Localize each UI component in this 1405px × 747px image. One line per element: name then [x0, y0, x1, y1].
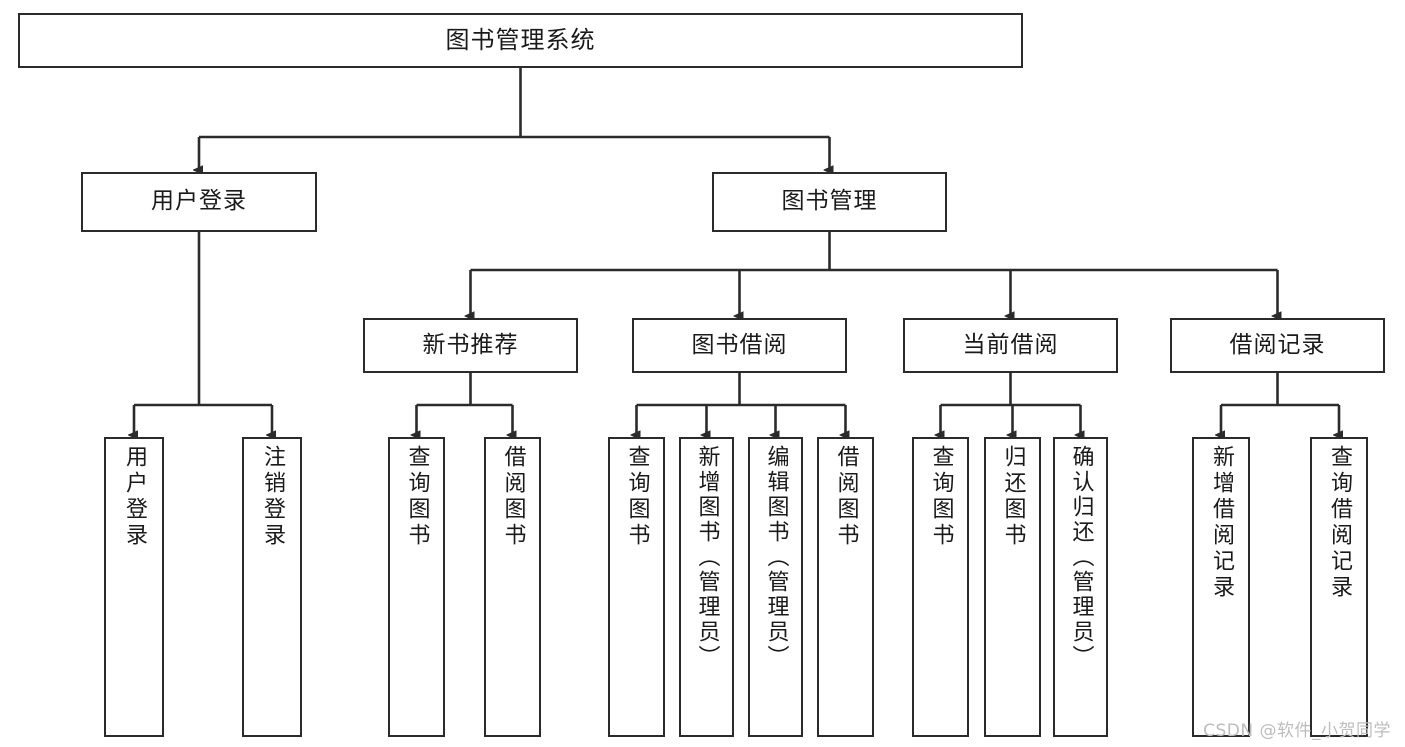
node-label: 当前借阅	[962, 331, 1059, 358]
node-label: 图书管理	[781, 188, 878, 215]
node-label: 查询图书	[624, 445, 650, 549]
node-label: 新增借阅记录	[1209, 445, 1234, 601]
node-leaf_confirm[interactable]: 确认归还（管理员）	[1053, 437, 1108, 737]
node-label: 新增图书（管理员）	[694, 445, 720, 670]
node-current[interactable]: 当前借阅	[903, 318, 1118, 373]
node-root[interactable]: 图书管理系统	[18, 13, 1023, 68]
node-label: 注销登录	[260, 445, 285, 549]
watermark: CSDN @软件_小贺同学	[1203, 721, 1391, 741]
node-label: 用户登录	[122, 445, 147, 549]
node-leaf_b1[interactable]: 借阅图书	[484, 437, 541, 737]
node-label: 新书推荐	[422, 331, 519, 358]
node-leaf_q1[interactable]: 查询图书	[388, 437, 445, 737]
node-label: 查询图书	[928, 445, 954, 549]
node-label: 查询图书	[404, 445, 430, 549]
node-user_login[interactable]: 用户登录	[81, 172, 317, 232]
node-new_book[interactable]: 新书推荐	[363, 318, 578, 373]
node-book_mgmt[interactable]: 图书管理	[712, 172, 947, 232]
node-label: 用户登录	[151, 188, 247, 215]
node-label: 图书借阅	[691, 331, 788, 358]
node-borrow[interactable]: 图书借阅	[632, 318, 847, 373]
node-leaf_add_rec[interactable]: 新增借阅记录	[1192, 437, 1250, 737]
node-records[interactable]: 借阅记录	[1170, 318, 1385, 373]
node-leaf_return[interactable]: 归还图书	[984, 437, 1041, 737]
node-leaf_logout[interactable]: 注销登录	[242, 437, 302, 737]
node-label: 图书管理系统	[445, 26, 596, 55]
node-leaf_login[interactable]: 用户登录	[104, 437, 164, 737]
node-leaf_q3[interactable]: 查询图书	[912, 437, 969, 737]
node-label: 编辑图书（管理员）	[763, 445, 789, 670]
node-label: 借阅图书	[500, 445, 526, 549]
node-label: 归还图书	[1000, 445, 1026, 549]
node-leaf_b2[interactable]: 借阅图书	[817, 437, 874, 737]
node-leaf_edit_book[interactable]: 编辑图书（管理员）	[748, 437, 803, 737]
node-label: 确认归还（管理员）	[1068, 445, 1094, 670]
node-leaf_query_rec[interactable]: 查询借阅记录	[1310, 437, 1368, 737]
node-label: 查询借阅记录	[1327, 445, 1352, 601]
node-leaf_q2[interactable]: 查询图书	[608, 437, 665, 737]
node-leaf_add_book[interactable]: 新增图书（管理员）	[679, 437, 734, 737]
node-label: 借阅图书	[833, 445, 859, 549]
node-label: 借阅记录	[1229, 331, 1326, 358]
